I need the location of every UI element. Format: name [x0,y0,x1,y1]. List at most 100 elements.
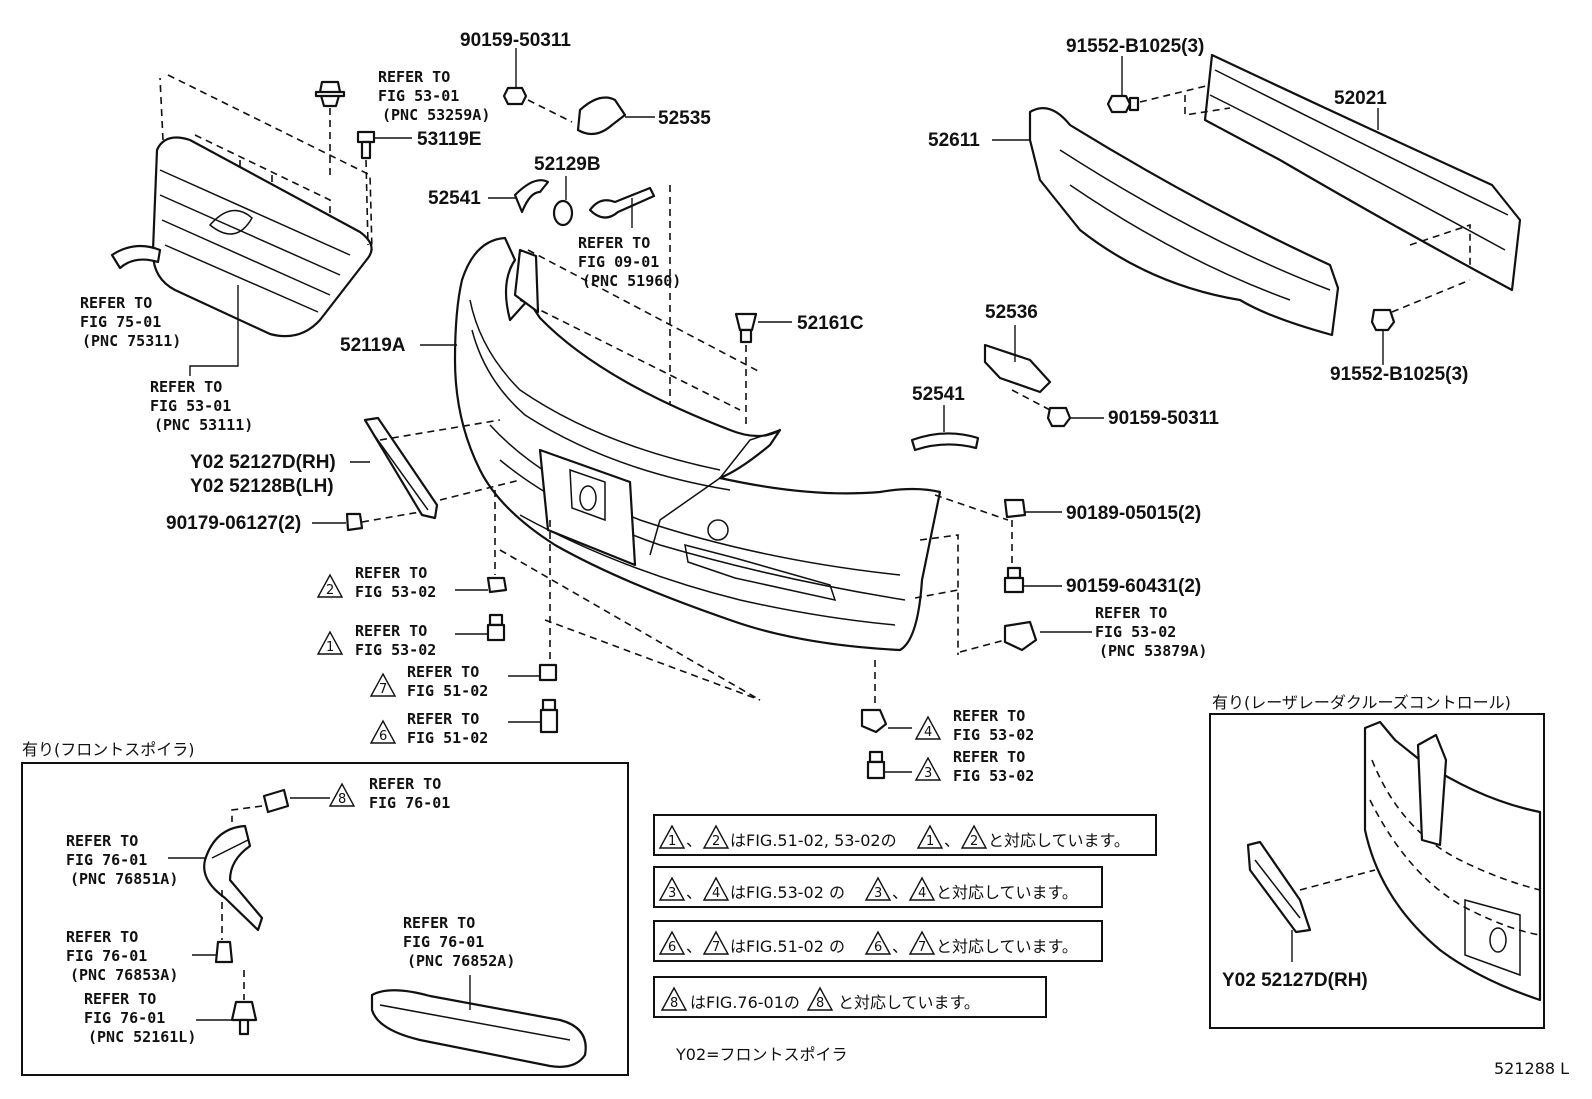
note-text: と対応しています。 [838,993,980,1012]
nut-90179 [312,511,421,532]
note-sep: 、 [686,883,702,902]
refer-line: (PNC 51960) [582,272,681,290]
part-number-90179: 90179-06127(2) [166,513,301,534]
figure-code: 521288 L [1494,1059,1569,1078]
refer-to-76851A[interactable]: REFER TO FIG 76-01 (PNC 76851A) [66,832,178,888]
note-box-1-2: 1 2 、 はFIG.51-02, 53-02の 1 、 2 と対応しています。 [653,814,1157,856]
spoiler-inset: 有り(フロントスポイラ) 8 REFER TO FIG 76-01 REFER … [21,740,629,1076]
refer-line: FIG 53-01 [150,397,231,415]
refer-line: (PNC 52161L) [88,1028,196,1046]
note-box-6-7: 6 、 7 はFIG.51-02 の 6 、 7 と対応しています。 [653,920,1103,962]
callout-3[interactable]: 3 REFER TO FIG 53-02 [914,748,1034,785]
part-number-52161C: 52161C [797,313,864,334]
note-tri-num: 8 [816,996,824,1011]
part-number-90189: 90189-05015(2) [1066,503,1201,524]
refer-line: REFER TO [378,68,450,86]
refer-line: REFER TO [407,710,479,728]
note-sep: 、 [944,831,960,850]
refer-line: REFER TO [578,234,650,252]
refer-line: REFER TO [953,707,1025,725]
callout-number: 3 [924,766,932,781]
refer-line: REFER TO [80,294,152,312]
note-tri-num: 4 [918,886,926,901]
part-number-52127D: Y02 52127D(RH) [190,452,336,473]
note-box-8: 8 はFIG.76-01の 8 と対応しています。 [653,976,1047,1018]
clip-52541 [488,179,550,214]
part-number-91552-top: 91552-B1025(3) [1066,36,1204,57]
cap-52129B [552,176,656,228]
refer-line: FIG 76-01 [66,851,147,869]
note-tri-num: 2 [970,834,978,849]
part-number-52611: 52611 [928,130,980,151]
part-number-52536: 52536 [985,302,1038,323]
refer-line: REFER TO [369,775,441,793]
callout-number: 2 [326,583,334,598]
part-number-90159-50311-right: 90159-50311 [1108,408,1219,429]
refer-line: (PNC 53111) [154,416,253,434]
refer-line: REFER TO [355,564,427,582]
refer-line: FIG 09-01 [578,253,659,271]
inset-title: 有り(フロントスポイラ) [22,740,195,759]
leader-line [189,285,239,376]
clip-pin [314,80,346,180]
refer-to-76853A[interactable]: REFER TO FIG 76-01 (PNC 76853A) [66,928,178,984]
refer-to-76852A[interactable]: REFER TO FIG 76-01 (PNC 76852A) [403,914,515,970]
refer-to-75311[interactable]: REFER TO FIG 75-01 (PNC 75311) [80,294,181,350]
bracket-52535 [502,48,655,136]
bumper-cover [420,185,942,652]
part-number-52535: 52535 [658,108,711,129]
right-fasteners [860,494,1092,780]
refer-line: FIG 51-02 [407,729,488,747]
energy-absorber [992,107,1340,337]
note-tri-num: 6 [668,940,676,955]
note-sep: 、 [686,937,702,956]
part-number-52129B: 52129B [534,154,601,175]
note-sep: 、 [892,883,908,902]
refer-line: FIG 76-01 [369,794,450,812]
part-number-52541-right: 52541 [912,384,965,405]
refer-line: REFER TO [403,914,475,932]
callout-number: 8 [338,792,346,807]
refer-line: (PNC 76851A) [70,870,178,888]
refer-line: REFER TO [355,622,427,640]
refer-to-53259A[interactable]: REFER TO FIG 53-01 (PNC 53259A) [378,68,490,124]
refer-line: FIG 76-01 [84,1009,165,1027]
screw-53119E [356,130,412,246]
callout-4[interactable]: 4 REFER TO FIG 53-02 [914,707,1034,744]
note-tri-num: 7 [918,940,926,955]
footer-legend: Y02=フロントスポイラ [675,1045,848,1064]
refer-to-52161L[interactable]: REFER TO FIG 76-01 (PNC 52161L) [84,990,196,1046]
part-number-52541: 52541 [428,188,481,209]
refer-line: FIG 53-02 [1095,623,1176,641]
note-tri-num: 3 [874,886,882,901]
callout-6[interactable]: 6 REFER TO FIG 51-02 [369,710,488,747]
refer-line: FIG 53-02 [355,641,436,659]
part-number-52128B: Y02 52128B(LH) [190,476,334,497]
note-text: と対応しています。 [936,937,1078,956]
refer-to-53879A[interactable]: REFER TO FIG 53-02 (PNC 53879A) [1095,604,1207,660]
callout-7[interactable]: 7 REFER TO FIG 51-02 [369,663,488,700]
clip-52541-right [910,405,980,452]
note-text: と対応しています。 [988,831,1130,850]
note-tri-num: 8 [670,996,678,1011]
note-tri-num: 1 [668,834,676,849]
refer-to-51960[interactable]: REFER TO FIG 09-01 (PNC 51960) [578,234,681,290]
note-tri-num: 2 [712,834,720,849]
note-box-3-4: 3 、 4 はFIG.53-02 の 3 、 4 と対応しています。 [653,866,1103,908]
note-sep: 、 [686,831,702,850]
note-tri-num: 7 [712,940,720,955]
refer-line: (PNC 53259A) [382,106,490,124]
refer-line: FIG 75-01 [80,313,161,331]
grille-insert-52127D [350,416,521,520]
part-number-52127D-inset: Y02 52127D(RH) [1222,970,1368,991]
callout-2[interactable]: 2 REFER TO FIG 53-02 [316,564,436,601]
radiator-grille [110,74,373,338]
callout-number: 6 [379,729,387,744]
refer-to-53111[interactable]: REFER TO FIG 53-01 (PNC 53111) [150,378,253,434]
part-number-90159-50311: 90159-50311 [460,30,571,51]
part-number-91552-bottom: 91552-B1025(3) [1330,364,1468,385]
refer-line: REFER TO [66,928,138,946]
callout-1[interactable]: 1 REFER TO FIG 53-02 [316,622,436,659]
refer-line: REFER TO [150,378,222,396]
